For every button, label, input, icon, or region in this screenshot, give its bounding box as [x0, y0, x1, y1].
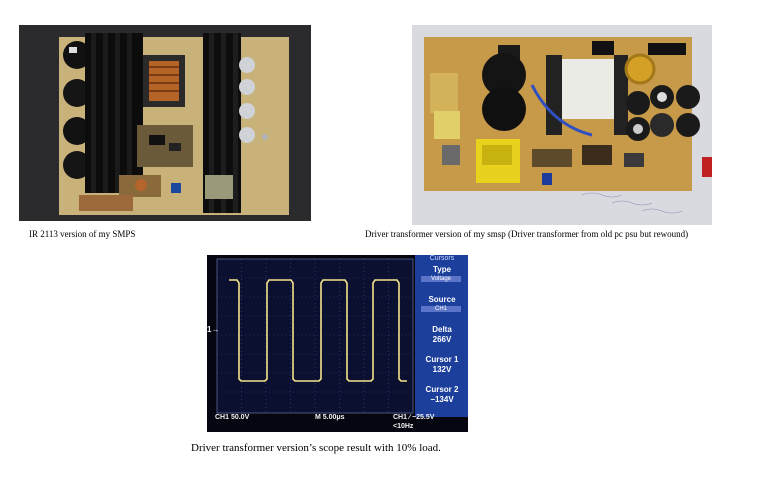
ch1-scale-readout: CH1 50.0V	[215, 414, 250, 421]
scope-trace	[229, 279, 407, 382]
cursor2-label[interactable]: Cursor 2	[425, 385, 459, 394]
trigger-readout: CH1 ∕ −25.5V	[393, 414, 435, 421]
type-label[interactable]: Type	[432, 265, 452, 274]
cursor2-value: −134V	[430, 395, 454, 404]
ir2113-board-image	[19, 25, 311, 221]
delta-label: Delta	[432, 325, 452, 334]
scope-caption: Driver transformer version’s scope resul…	[191, 442, 441, 454]
cursor1-label[interactable]: Cursor 1	[425, 355, 459, 364]
source-value[interactable]: CH1	[421, 306, 461, 312]
driver-board-image	[412, 25, 712, 225]
timebase-readout: M 5.00μs	[315, 414, 345, 421]
trigger-frequency: <10Hz	[393, 423, 414, 430]
scope-photo: 1→ Cursors Type Voltage Source CH1 Delta…	[207, 255, 468, 432]
delta-value: 266V	[432, 335, 452, 344]
scope-screen	[207, 255, 468, 432]
driver-transformer-caption: Driver transformer version of my smsp (D…	[365, 229, 689, 239]
ch1-ground-marker: 1→	[207, 325, 220, 334]
driver-transformer-photo	[412, 25, 712, 225]
source-label[interactable]: Source	[428, 295, 456, 304]
type-value[interactable]: Voltage	[421, 276, 461, 282]
cursor1-value: 132V	[432, 365, 452, 374]
ir2113-smps-photo	[19, 25, 311, 221]
ir2113-caption: IR 2113 version of my SMPS	[29, 229, 136, 239]
cursors-menu-header: Cursors	[429, 255, 455, 262]
